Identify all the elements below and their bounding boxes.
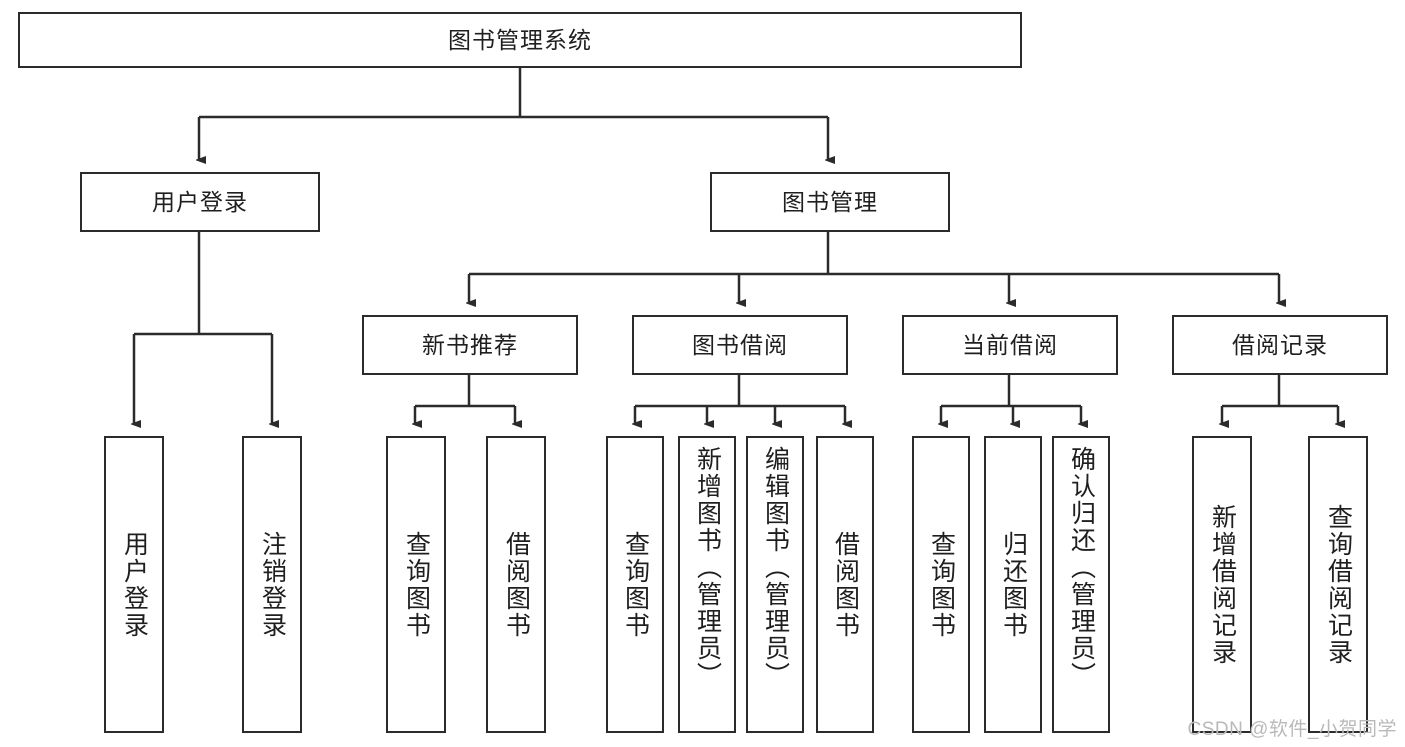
node-new-book-recommend-label: 新书推荐 [422, 331, 518, 358]
node-leaf-query-book-recommend-label: 查询图书 [402, 530, 431, 639]
node-leaf-borrow-book-label: 借阅图书 [831, 530, 860, 639]
node-leaf-user-login-label: 用户登录 [120, 530, 149, 639]
node-book-manage[interactable]: 图书管理 [710, 172, 950, 232]
node-current-borrow[interactable]: 当前借阅 [902, 315, 1118, 375]
node-borrow-record-label: 借阅记录 [1232, 331, 1328, 358]
node-leaf-add-book-admin[interactable]: 新增图书（管理员） [678, 436, 736, 733]
node-leaf-user-login[interactable]: 用户登录 [104, 436, 164, 733]
node-book-borrow-label: 图书借阅 [692, 331, 788, 358]
node-leaf-edit-book-admin-label: 编辑图书（管理员） [761, 446, 790, 689]
node-leaf-query-borrow-record[interactable]: 查询借阅记录 [1308, 436, 1368, 733]
node-leaf-query-book-current[interactable]: 查询图书 [912, 436, 970, 733]
node-book-borrow[interactable]: 图书借阅 [632, 315, 848, 375]
node-new-book-recommend[interactable]: 新书推荐 [362, 315, 578, 375]
node-leaf-query-book-borrow[interactable]: 查询图书 [606, 436, 664, 733]
node-leaf-logout-login[interactable]: 注销登录 [242, 436, 302, 733]
node-leaf-edit-book-admin[interactable]: 编辑图书（管理员） [746, 436, 804, 733]
node-leaf-query-borrow-record-label: 查询借阅记录 [1324, 503, 1353, 666]
node-user-login[interactable]: 用户登录 [80, 172, 320, 232]
node-root-label: 图书管理系统 [448, 26, 592, 53]
node-leaf-confirm-return-admin[interactable]: 确认归还（管理员） [1052, 436, 1110, 733]
node-root[interactable]: 图书管理系统 [18, 12, 1022, 68]
node-book-manage-label: 图书管理 [782, 188, 878, 215]
node-leaf-borrow-book-recommend-label: 借阅图书 [502, 530, 531, 639]
node-leaf-add-borrow-record[interactable]: 新增借阅记录 [1192, 436, 1252, 733]
node-leaf-borrow-book-recommend[interactable]: 借阅图书 [486, 436, 546, 733]
node-user-login-label: 用户登录 [152, 188, 248, 215]
node-leaf-query-book-current-label: 查询图书 [927, 530, 956, 639]
node-leaf-logout-login-label: 注销登录 [258, 530, 287, 639]
csdn-watermark: CSDN @软件_小贺同学 [1187, 719, 1397, 740]
node-leaf-return-book-label: 归还图书 [999, 530, 1028, 639]
node-leaf-add-book-admin-label: 新增图书（管理员） [693, 446, 722, 689]
node-leaf-query-book-recommend[interactable]: 查询图书 [386, 436, 446, 733]
node-leaf-confirm-return-admin-label: 确认归还（管理员） [1067, 446, 1096, 689]
node-leaf-return-book[interactable]: 归还图书 [984, 436, 1042, 733]
node-leaf-borrow-book[interactable]: 借阅图书 [816, 436, 874, 733]
node-borrow-record[interactable]: 借阅记录 [1172, 315, 1388, 375]
node-leaf-add-borrow-record-label: 新增借阅记录 [1208, 503, 1237, 666]
node-current-borrow-label: 当前借阅 [962, 331, 1058, 358]
node-leaf-query-book-borrow-label: 查询图书 [621, 530, 650, 639]
